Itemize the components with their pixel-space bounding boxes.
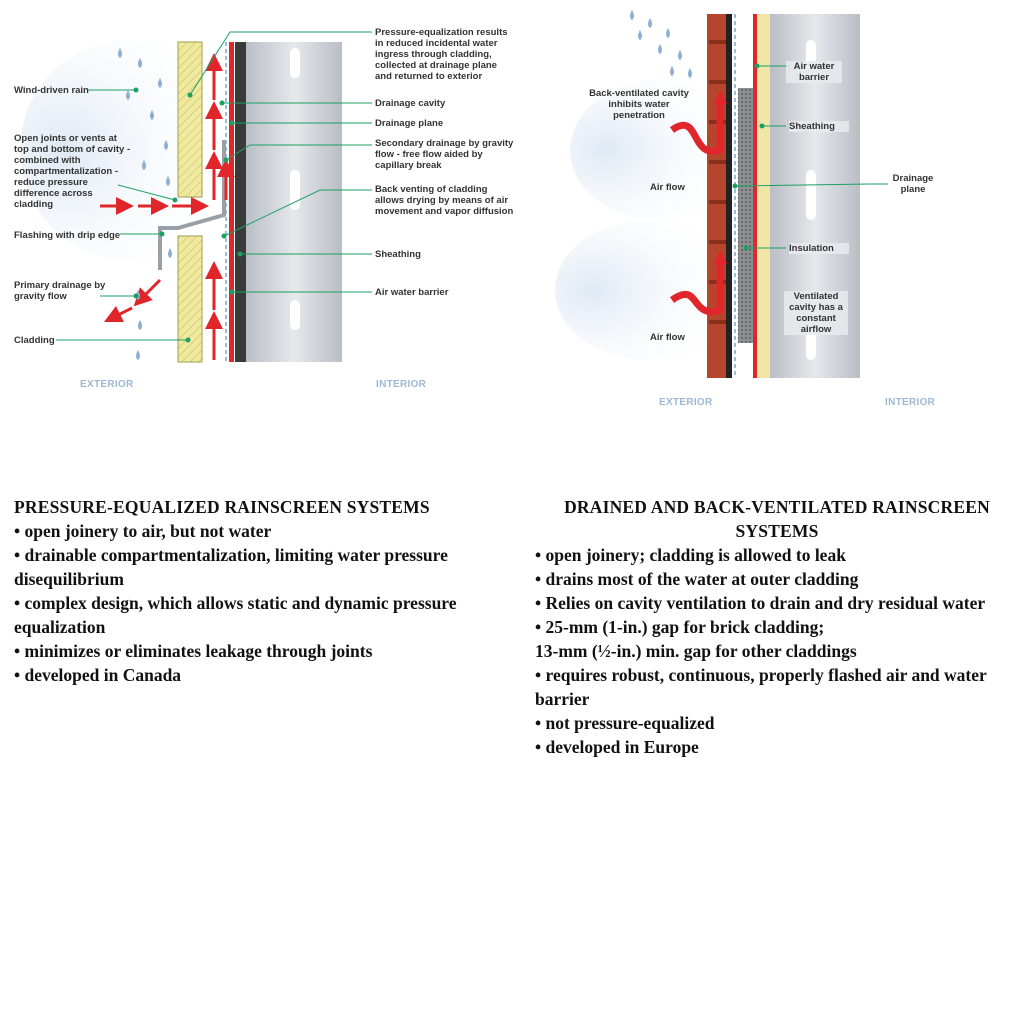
insulation-layer xyxy=(738,88,753,343)
left-item-3: • complex design, which allows static an… xyxy=(14,593,457,637)
right-diagram xyxy=(555,10,888,378)
left-item-5: • developed in Canada xyxy=(14,665,182,685)
cladding-upper xyxy=(177,41,203,198)
label-open-joints: Open joints or vents at top and bottom o… xyxy=(14,133,131,210)
left-text-column: PRESSURE-EQUALIZED RAINSCREEN SYSTEMS • … xyxy=(14,495,494,687)
label-drainage-cavity: Drainage cavity xyxy=(375,98,446,109)
right-item-1: • open joinery; cladding is allowed to l… xyxy=(535,545,846,565)
left-item-4: • minimizes or eliminates leakage throug… xyxy=(14,641,373,661)
right-item-7: • not pressure-equalized xyxy=(535,713,715,733)
barrier-layer xyxy=(229,42,234,362)
right-item-2: • drains most of the water at outer clad… xyxy=(535,569,859,589)
label-back-venting: Back venting of cladding allows drying b… xyxy=(375,184,514,217)
label-back-ventilated: Back-ventilated cavity inhibits water pe… xyxy=(589,88,689,121)
label-air-flow-bottom: Air flow xyxy=(650,332,685,343)
label-sheathing-right: Sheathing xyxy=(789,121,849,132)
left-diagram xyxy=(20,31,372,363)
label-pressure-equalization: Pressure-equalization results in reduced… xyxy=(375,27,508,82)
right-item-5: 13-mm (½-in.) min. gap for other claddin… xyxy=(535,641,857,661)
label-interior-left: INTERIOR xyxy=(376,379,427,390)
right-item-4: • 25-mm (1-in.) gap for brick cladding; xyxy=(535,617,825,637)
label-exterior-right: EXTERIOR xyxy=(659,397,713,408)
right-item-3: • Relies on cavity ventilation to drain … xyxy=(535,593,986,613)
label-flashing: Flashing with drip edge xyxy=(14,230,121,241)
right-title: DRAINED AND BACK-VENTILATED RAINSCREEN S… xyxy=(564,497,990,541)
left-title: PRESSURE-EQUALIZED RAINSCREEN SYSTEMS xyxy=(14,497,430,517)
label-drainage-plane-right: Drainage plane xyxy=(892,173,934,195)
label-sheathing: Sheathing xyxy=(375,249,421,260)
flashing-shape xyxy=(158,140,226,270)
label-wind-driven-rain: Wind-driven rain xyxy=(14,85,89,96)
right-item-6: • requires robust, continuous, properly … xyxy=(535,665,987,709)
right-text-column: DRAINED AND BACK-VENTILATED RAINSCREEN S… xyxy=(535,495,1019,759)
label-air-flow-top: Air flow xyxy=(650,182,685,193)
label-drainage-plane: Drainage plane xyxy=(375,118,444,129)
label-exterior-left: EXTERIOR xyxy=(80,379,134,390)
label-interior-right: INTERIOR xyxy=(885,397,936,408)
label-cladding: Cladding xyxy=(14,335,55,346)
right-item-8: • developed in Europe xyxy=(535,737,699,757)
left-item-2: • drainable compartmentalization, limiti… xyxy=(14,545,448,589)
label-primary-drainage: Primary drainage by gravity flow xyxy=(14,280,106,302)
label-air-water-barrier-right: Air water barrier xyxy=(786,61,842,83)
label-air-water-barrier: Air water barrier xyxy=(375,287,449,298)
label-insulation: Insulation xyxy=(789,243,849,254)
left-item-1: • open joinery to air, but not water xyxy=(14,521,272,541)
label-ventilated-cavity: Ventilated cavity has a constant airflow xyxy=(784,291,848,335)
label-secondary-drainage: Secondary drainage by gravity flow - fre… xyxy=(375,138,514,171)
sheathing-layer xyxy=(235,42,246,362)
